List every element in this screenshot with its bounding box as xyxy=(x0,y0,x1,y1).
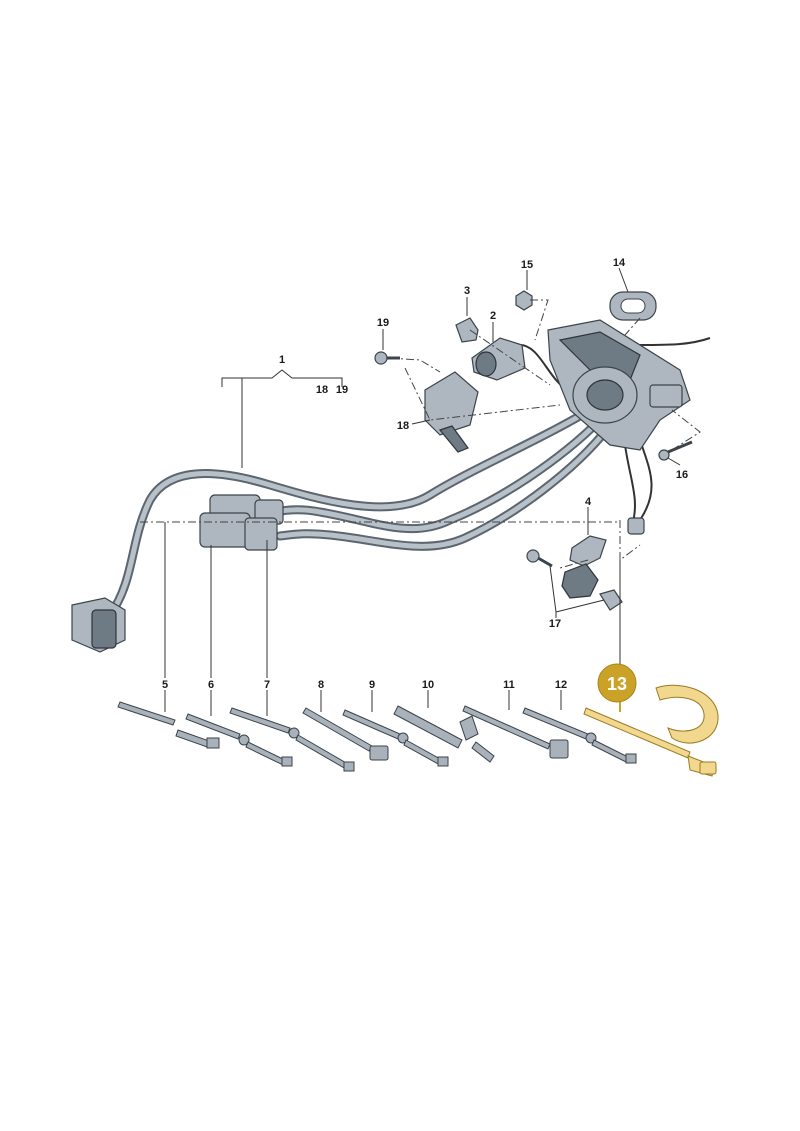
small-connector xyxy=(627,517,645,535)
callout-17: 17 xyxy=(549,618,561,630)
callout-12: 12 xyxy=(555,679,567,691)
callout-13-highlight[interactable]: 13 xyxy=(597,663,637,703)
part-4-bracket xyxy=(561,535,607,599)
callout-1-sub-18: 18 xyxy=(316,384,328,396)
part-2-plug xyxy=(471,337,526,381)
callout-2: 2 xyxy=(490,310,496,322)
part-16-bolt xyxy=(658,440,693,461)
part-13-strap xyxy=(583,684,719,777)
callout-5: 5 xyxy=(162,679,168,691)
callout-11: 11 xyxy=(503,679,515,691)
callout-13: 13 xyxy=(607,674,627,694)
part-3-clip xyxy=(455,317,479,343)
cable-ties xyxy=(117,701,637,772)
callout-19: 19 xyxy=(377,317,389,329)
part-17-bolt xyxy=(526,549,553,568)
callout-1: 1 xyxy=(279,354,285,366)
callout-9: 9 xyxy=(369,679,375,691)
callout-leads xyxy=(164,267,681,716)
callout-14: 14 xyxy=(613,257,626,269)
callout-15: 15 xyxy=(521,259,533,271)
callout-3: 3 xyxy=(464,285,470,297)
connector-housings xyxy=(199,494,284,551)
part-14-grommet xyxy=(609,291,657,321)
left-connector xyxy=(71,597,126,653)
callout-1-sub-19: 19 xyxy=(336,384,348,396)
callout-labels: 1 18 19 2 3 4 5 6 7 8 9 10 11 12 14 15 1… xyxy=(162,257,688,691)
callout-8: 8 xyxy=(318,679,324,691)
part-18-module xyxy=(424,371,479,453)
leader-lines xyxy=(140,299,701,569)
wiring-harness xyxy=(105,337,711,620)
callout-10: 10 xyxy=(422,679,434,691)
callout-7: 7 xyxy=(264,679,270,691)
callout-16: 16 xyxy=(676,469,688,481)
callout-4: 4 xyxy=(585,496,592,508)
part-15-nut xyxy=(515,290,533,311)
callout-6: 6 xyxy=(208,679,214,691)
main-unit xyxy=(547,319,691,451)
part-17-bulb xyxy=(599,589,623,611)
callout-18: 18 xyxy=(397,420,409,432)
callout-13-badge xyxy=(597,663,637,703)
